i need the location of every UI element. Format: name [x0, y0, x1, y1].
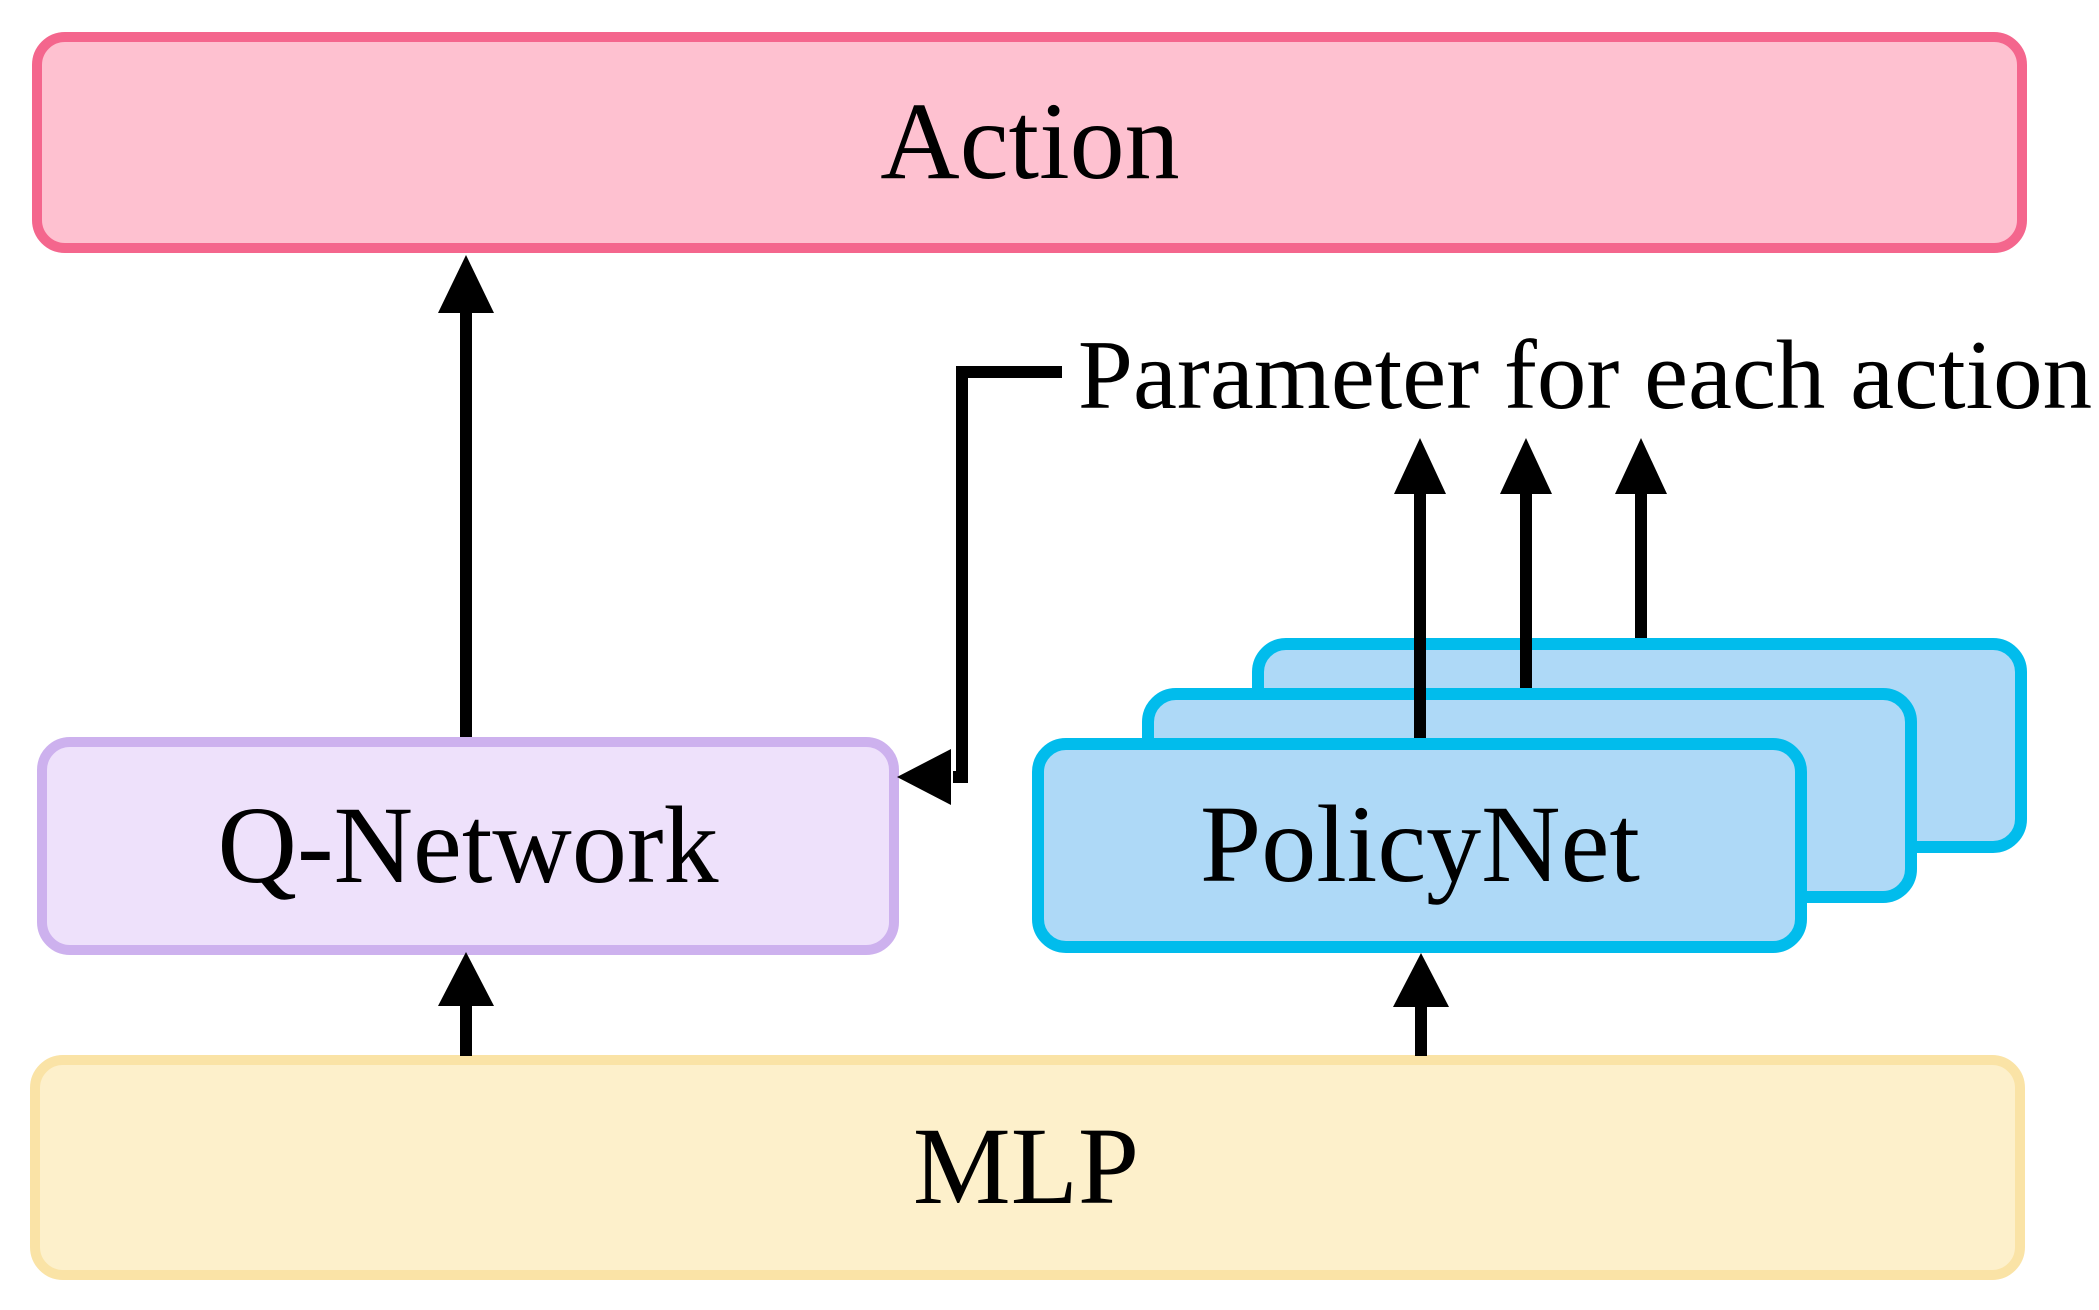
- mlp-label: MLP: [913, 1105, 1139, 1227]
- policynet-label: PolicyNet: [1200, 783, 1640, 905]
- action-box: [32, 32, 2027, 253]
- arrow-qnetwork-to-action-head: [438, 255, 494, 313]
- policynet-box-front: [1032, 738, 1807, 953]
- arrow-policynet-param-1-head: [1394, 438, 1446, 494]
- arrow-policynet-param-2-head: [1500, 438, 1552, 494]
- parameter-caption: Parameter for each action: [1078, 321, 2092, 430]
- arrow-mlp-to-policynet-head: [1393, 953, 1449, 1007]
- q-network-box: [37, 737, 899, 955]
- q-network-label: Q-Network: [218, 784, 719, 906]
- action-label: Action: [880, 80, 1179, 202]
- arrow-param-to-qnetwork-line: [953, 366, 1062, 783]
- arrow-policynet-param-3-head: [1615, 438, 1667, 494]
- arrow-mlp-to-qnetwork-head: [438, 952, 494, 1006]
- mlp-box: [30, 1055, 2025, 1280]
- arrow-param-to-qnetwork-head: [897, 749, 951, 805]
